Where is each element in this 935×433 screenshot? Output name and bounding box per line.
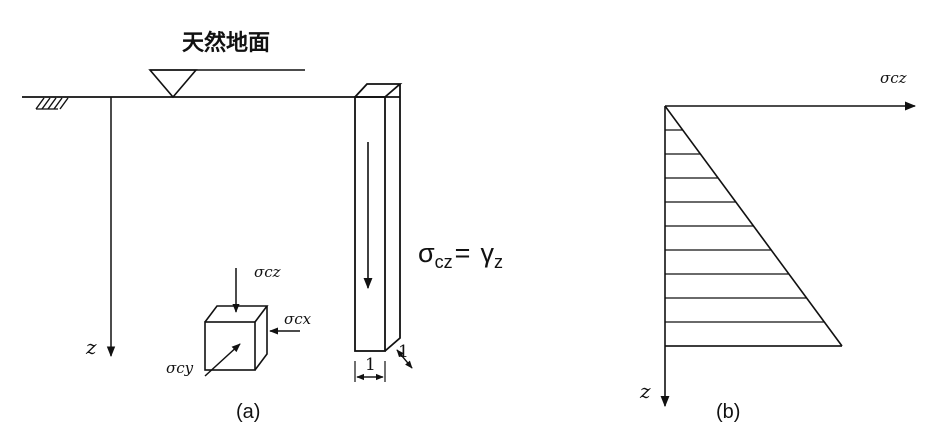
stress-formula: σcz=γz <box>418 238 503 272</box>
soil-column <box>354 83 403 352</box>
column-depth-dimension <box>396 349 413 369</box>
panel-b: σcz z (b) <box>639 69 917 423</box>
soil-element-cube <box>204 305 269 371</box>
panel-b-depth-axis-label: z <box>639 379 651 403</box>
ground-level-triangle <box>148 69 198 99</box>
soil-hatch-icon <box>35 97 69 110</box>
column-width-label: 1 <box>365 355 376 375</box>
column-depth-label: 1 <box>398 342 409 362</box>
ground-surface-label: 天然地面 <box>182 30 270 55</box>
panel-a: 天然地面 z σcz <box>22 30 503 423</box>
stress-axis-label: σcz <box>880 69 907 87</box>
sigma-cy-label: σcy <box>166 359 194 377</box>
column-width-dimension <box>354 361 386 382</box>
sigma-cx-label: σcx <box>284 310 312 328</box>
panel-a-caption: (a) <box>236 401 260 423</box>
sigma-cy-arrow <box>204 343 241 377</box>
depth-axis-label: z <box>85 335 97 359</box>
sigma-cz-label: σcz <box>254 263 281 281</box>
stress-distribution-triangle <box>664 105 843 347</box>
panel-b-caption: (b) <box>716 401 740 423</box>
